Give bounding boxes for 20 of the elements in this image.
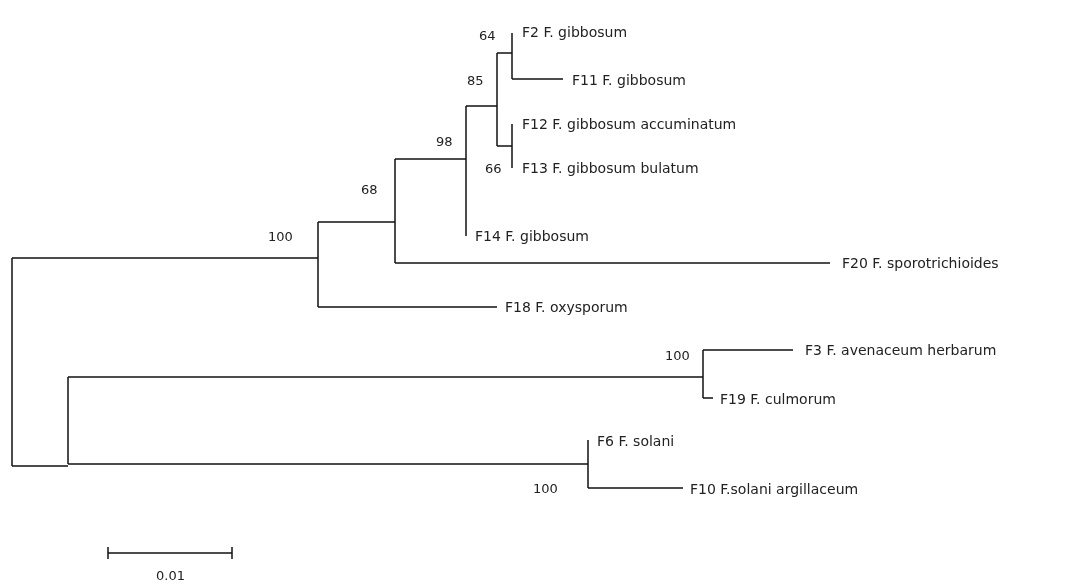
taxon-label: F20 F. sporotrichioides [842, 255, 999, 271]
taxon-label: F10 F.solani argillaceum [690, 481, 859, 497]
bootstrap-value: 64 [479, 28, 496, 44]
taxon-label: F12 F. gibbosum accuminatum [522, 116, 737, 132]
taxon-label: F13 F. gibbosum bulatum [522, 160, 699, 176]
bootstrap-value: 100 [268, 229, 293, 245]
taxon-label: F18 F. oxysporum [505, 299, 628, 315]
bootstrap-value: 100 [665, 348, 690, 364]
taxon-label: F19 F. culmorum [720, 391, 836, 407]
taxon-label: F3 F. avenaceum herbarum [805, 342, 997, 358]
bootstrap-value: 66 [485, 161, 502, 177]
taxon-label: F11 F. gibbosum [572, 72, 686, 88]
bootstrap-value: 100 [533, 481, 558, 497]
scale-value: 0.01 [156, 568, 185, 584]
taxon-label: F2 F. gibbosum [522, 24, 628, 40]
taxon-label: F14 F. gibbosum [475, 228, 589, 244]
bootstrap-value: 98 [436, 134, 453, 150]
taxon-label: F6 F. solani [597, 433, 675, 449]
bootstrap-value: 68 [361, 182, 378, 198]
bootstrap-value: 85 [467, 73, 484, 89]
